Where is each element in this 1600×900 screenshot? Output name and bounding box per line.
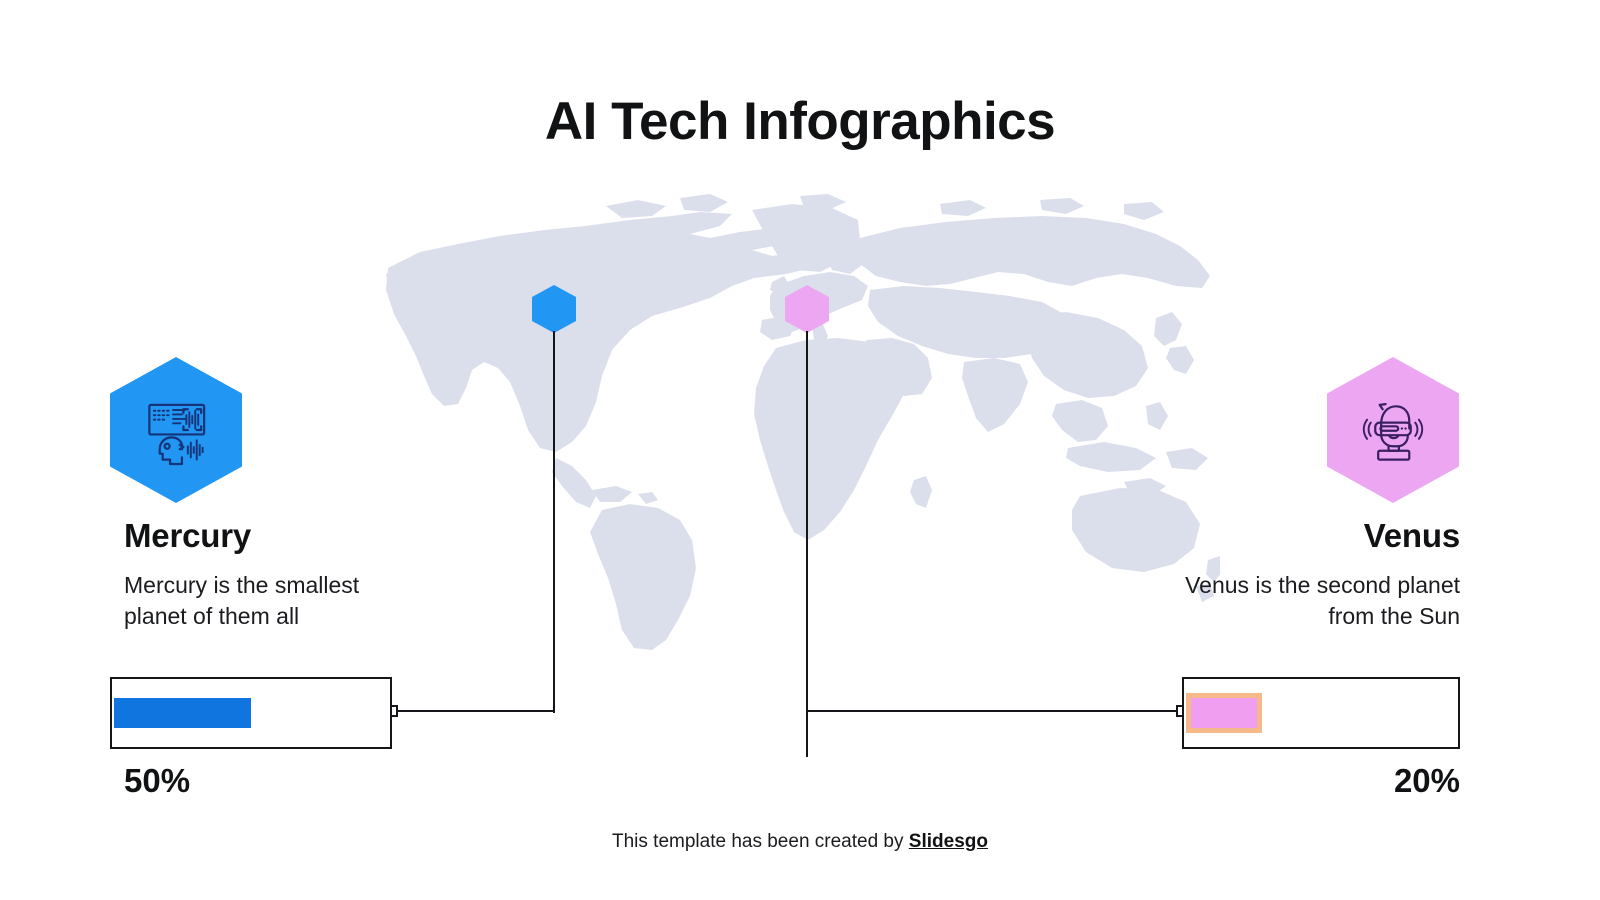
body-mercury: Mercury is the smallest planet of them a… [124, 571, 360, 630]
connector-line-mercury [392, 710, 554, 712]
body-venus: Venus is the second planet from the Sun [1185, 571, 1460, 630]
text-block-venus: Venus Venus is the second planet from th… [1180, 516, 1460, 633]
text-block-mercury: Mercury Mercury is the smallest planet o… [124, 516, 404, 633]
progress-bar-fill-mercury [114, 698, 251, 728]
percent-label-venus: 20% [1393, 762, 1460, 799]
world-map-continents [386, 194, 1220, 650]
footer: This template has been created by Slides… [0, 831, 1600, 853]
progress-bar-fill-venus [1186, 693, 1262, 733]
page-title: AI Tech Infographics [544, 92, 1056, 151]
marker-stem [806, 331, 808, 757]
slidesgo-link[interactable]: Slidesgo [908, 831, 988, 852]
heading-venus: Venus [1363, 517, 1460, 554]
marker-stem [553, 331, 555, 713]
progress-bar-venus [1182, 677, 1460, 749]
percent-label-mercury: 50% [124, 762, 191, 799]
heading-mercury: Mercury [124, 517, 251, 554]
footer-text: This template has been created by [612, 831, 909, 852]
vr-headset-icon [1327, 357, 1459, 503]
connector-line-venus [806, 710, 1182, 712]
voice-recognition-icon [110, 357, 242, 503]
world-map [380, 190, 1220, 650]
progress-bar-mercury [110, 677, 392, 749]
